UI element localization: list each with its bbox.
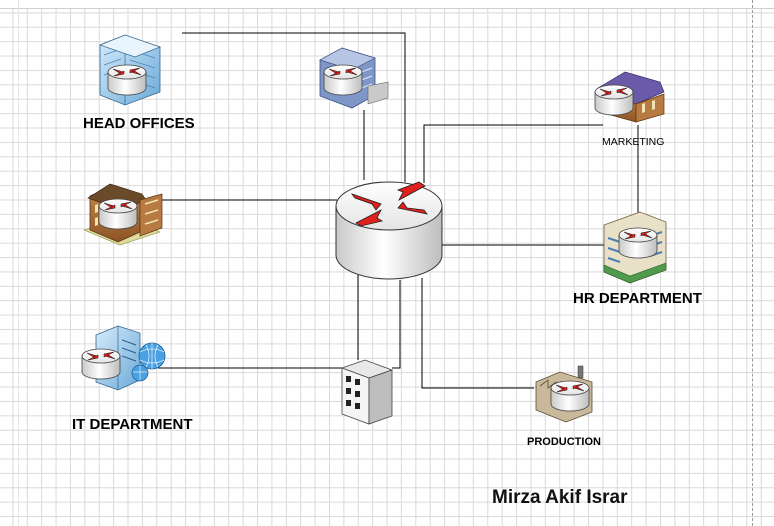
link-marketing: [423, 124, 603, 183]
production-label: PRODUCTION: [527, 436, 601, 448]
hr-department-icon[interactable]: [603, 211, 667, 284]
marketing-label: MARKETING: [602, 136, 665, 148]
link-head-offices: [182, 32, 406, 182]
page-left-edge: [18, 0, 19, 526]
head-offices-label: HEAD OFFICES: [83, 115, 195, 132]
page-right-edge: [752, 0, 774, 526]
core-router-icon[interactable]: [335, 181, 443, 280]
it-department-icon[interactable]: [81, 325, 166, 391]
top-branch-icon[interactable]: [319, 47, 389, 109]
it-department-label: IT DEPARTMENT: [72, 416, 193, 433]
marketing-icon[interactable]: [594, 71, 665, 123]
head-offices-icon[interactable]: [98, 34, 162, 106]
production-icon[interactable]: [535, 365, 593, 423]
hr-department-label: HR DEPARTMENT: [573, 290, 702, 307]
left-branch-icon[interactable]: [83, 183, 163, 246]
link-server-right: [392, 280, 401, 369]
author-caption: Mirza Akif Israr: [492, 487, 628, 508]
page-top-edge: [0, 0, 774, 9]
link-production: [421, 278, 534, 389]
server-building-icon[interactable]: [340, 359, 394, 425]
network-links: [152, 32, 639, 389]
